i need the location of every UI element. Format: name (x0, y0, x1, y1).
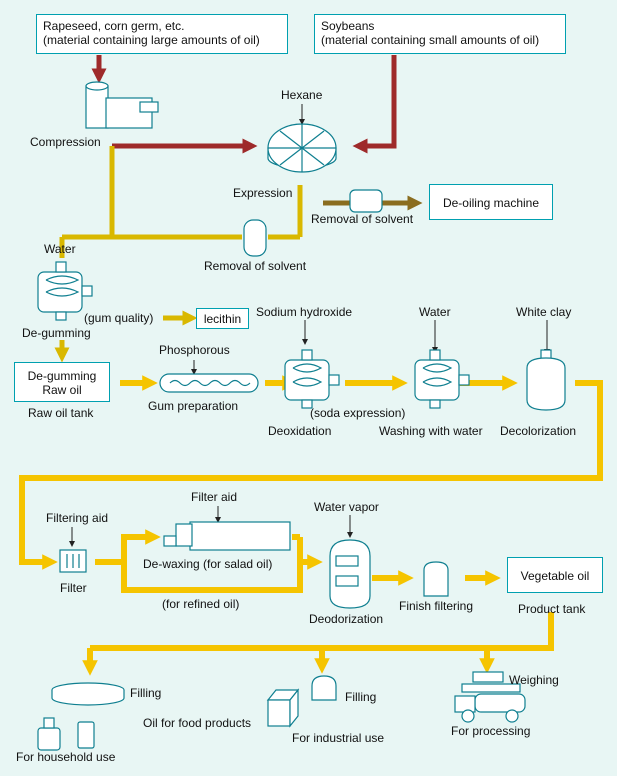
raw-oil-line-1: De-gumming (27, 369, 97, 383)
processing-label: For processing (451, 724, 531, 738)
gum-tube-icon (159, 373, 259, 393)
lecithin-box: lecithin (196, 308, 249, 329)
decolor-tank-icon (526, 349, 566, 411)
deoxidation-label: Deoxidation (268, 424, 332, 438)
deodorization-label: Deodorization (309, 612, 384, 626)
refined-oil-label: (for refined oil) (162, 597, 240, 611)
extractor-icon (267, 123, 337, 173)
de-waxing-label: De-waxing (for salad oil) (143, 557, 273, 571)
sodium-hydroxide-label: Sodium hydroxide (256, 305, 353, 319)
removal-solvent-label-2: Removal of solvent (204, 259, 307, 273)
household-filling-icon (51, 682, 125, 706)
industrial-use-label: For industrial use (292, 731, 385, 745)
deodorization-tower-icon (329, 539, 371, 609)
gum-quality-label: (gum quality) (84, 311, 154, 325)
decolorization-label: Decolorization (500, 424, 577, 438)
food-products-label: Oil for food products (143, 716, 252, 730)
arrow-soybeans-to-expression (352, 55, 397, 154)
refining-flow (19, 375, 603, 676)
centrifuge-icon-washing (414, 349, 470, 409)
arrow-to-dewaxing (121, 529, 161, 562)
washing-label: Washing with water (379, 424, 483, 438)
rapeseed-line-1: Rapeseed, corn germ, etc. (43, 19, 185, 33)
soda-expression-label: (soda expression) (310, 406, 406, 420)
solvent-tank-icon (243, 219, 267, 257)
material-flow (91, 55, 397, 154)
finish-filtering-label: Finish filtering (399, 599, 474, 613)
raw-oil-tank-label: Raw oil tank (28, 406, 94, 420)
weighing-label: Weighing (509, 673, 559, 687)
press-icon (85, 81, 159, 129)
finish-filter-icon (423, 561, 449, 597)
expression-label: Expression (233, 186, 293, 200)
de-gumming-label: De-gumming (22, 326, 91, 340)
filter-icon (59, 549, 87, 573)
soybeans-box: Soybeans (material containing small amou… (314, 14, 566, 54)
filling-label-1: Filling (130, 686, 162, 700)
input-pointers (69, 104, 550, 547)
household-use-label: For household use (16, 750, 116, 764)
centrifuge-icon-degumming (37, 261, 93, 321)
filter-label: Filter (60, 581, 87, 595)
raw-oil-box: De-gumming Raw oil (14, 362, 110, 402)
de-oiling-machine-label: De-oiling machine (442, 196, 540, 210)
gum-preparation-label: Gum preparation (148, 399, 239, 413)
solvent-drum-icon (349, 189, 383, 213)
rapeseed-box: Rapeseed, corn germ, etc. (material cont… (36, 14, 288, 54)
dewaxing-tank-icon (163, 521, 291, 551)
water-label-1: Water (44, 242, 76, 256)
raw-oil-line-2: Raw oil (42, 383, 82, 397)
product-tank-label: Product tank (518, 602, 586, 616)
vegetable-oil-label: Vegetable oil (520, 569, 590, 583)
soybeans-line-1: Soybeans (321, 19, 375, 33)
industrial-can-icon (266, 688, 300, 728)
equipment (37, 81, 566, 751)
hexane-label: Hexane (281, 88, 323, 102)
filling-label-2: Filling (345, 690, 377, 704)
industrial-filling-icon (311, 675, 337, 701)
centrifuge-icon-deoxidation (284, 349, 340, 409)
de-oiling-machine-box: De-oiling machine (429, 184, 553, 220)
filtering-aid-label: Filtering aid (46, 511, 109, 525)
removal-solvent-label-1: Removal of solvent (311, 212, 414, 226)
water-label-2: Water (419, 305, 451, 319)
bottle-icon (37, 717, 95, 751)
arrow-decolor-to-filter (19, 380, 603, 570)
phosphorous-label: Phosphorous (159, 343, 230, 357)
soybeans-line-2: (material containing small amounts of oi… (321, 33, 540, 47)
white-clay-label: White clay (516, 305, 572, 319)
compression-label: Compression (30, 135, 101, 149)
crude-oil-flow (54, 146, 303, 363)
lecithin-label: lecithin (203, 312, 242, 326)
vegetable-oil-box: Vegetable oil (507, 557, 603, 593)
rapeseed-line-2: (material containing large amounts of oi… (43, 33, 260, 47)
tanker-truck-icon (454, 671, 526, 723)
filter-aid-label: Filter aid (191, 490, 238, 504)
water-vapor-label: Water vapor (314, 500, 379, 514)
